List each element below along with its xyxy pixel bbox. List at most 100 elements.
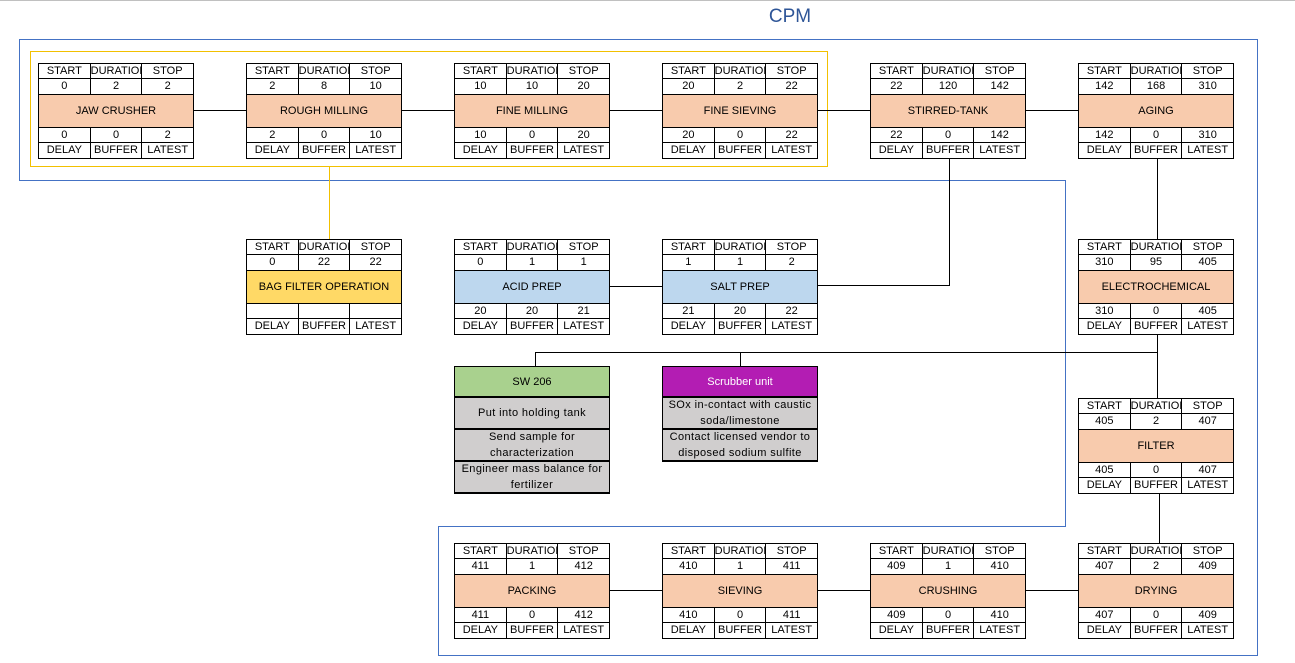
buffer-label: BUFFER [715, 319, 767, 334]
delay-label: DELAY [1079, 319, 1131, 334]
stop-value: 412 [574, 560, 593, 572]
duration-value: 2 [91, 79, 143, 94]
connector-sieving-crushing [818, 590, 872, 591]
connector-branch-scrubber [740, 352, 741, 367]
buffer-value: 0 [923, 608, 975, 622]
buffer-label: BUFFER [1131, 478, 1183, 493]
node-activity-label: JAW CRUSHER [38, 95, 194, 127]
blue-frame-bottom [438, 655, 1258, 656]
stop-value: 1 [580, 256, 587, 268]
duration-value: 2 [715, 79, 767, 94]
blue-frame-right [1257, 39, 1258, 656]
connector-fine-sieving [610, 110, 664, 111]
latest-label: LATEST [771, 320, 813, 332]
latest-label: LATEST [355, 144, 397, 156]
node-activity-label: ROUGH MILLING [246, 95, 402, 127]
stop-label: STOP [1192, 65, 1223, 77]
start-value: 0 [39, 79, 91, 94]
delay-value: 20 [455, 304, 507, 318]
latest-value: 409 [1198, 609, 1217, 621]
duration-label: DURATION [714, 544, 767, 558]
stop-label: STOP [1192, 400, 1223, 412]
stop-label: STOP [568, 65, 599, 77]
buffer-label: BUFFER [1131, 143, 1183, 158]
delay-label: DELAY [871, 623, 923, 638]
start-value: 0 [455, 255, 507, 270]
duration-value: 2 [1131, 414, 1183, 429]
duration-label: DURATION [714, 64, 767, 78]
stop-label: STOP [776, 241, 807, 253]
buffer-value: 0 [715, 128, 767, 142]
node-activity-label: CRUSHING [870, 575, 1026, 607]
stop-label: STOP [360, 65, 391, 77]
duration-label: DURATION [1130, 64, 1183, 78]
stop-label: STOP [984, 545, 1015, 557]
start-value: 20 [663, 79, 715, 94]
duration-label: DURATION [714, 240, 767, 254]
latest-label: LATEST [563, 624, 605, 636]
node-activity-label: FINE MILLING [454, 95, 610, 127]
delay-value: 410 [663, 608, 715, 622]
buffer-value: 0 [923, 128, 975, 142]
latest-label: LATEST [1187, 320, 1229, 332]
start-value: 1 [663, 255, 715, 270]
delay-value: 411 [455, 608, 507, 622]
buffer-value [299, 304, 351, 318]
latest-value: 20 [577, 129, 590, 141]
buffer-value: 0 [299, 128, 351, 142]
start-label: START [1079, 64, 1131, 78]
start-label: START [39, 64, 91, 78]
node-slack-row [246, 303, 402, 319]
node-activity-label: AGING [1078, 95, 1234, 127]
start-value: 22 [871, 79, 923, 94]
delay-value: 310 [1079, 304, 1131, 318]
start-value: 407 [1079, 559, 1131, 574]
stop-value: 409 [1198, 560, 1217, 572]
top-rule [0, 0, 1295, 1]
delay-label: DELAY [663, 319, 715, 334]
node-activity-label: ACID PREP [454, 271, 610, 303]
latest-value: 10 [369, 129, 382, 141]
delay-label: DELAY [39, 143, 91, 158]
start-value: 2 [247, 79, 299, 94]
delay-value: 407 [1079, 608, 1131, 622]
buffer-label: BUFFER [507, 623, 559, 638]
duration-label: DURATION [298, 64, 351, 78]
stop-value: 22 [369, 256, 382, 268]
duration-value: 1 [715, 559, 767, 574]
start-label: START [871, 64, 923, 78]
connector-rough-fine [402, 110, 456, 111]
latest-value: 142 [990, 129, 1009, 141]
stop-value: 410 [990, 560, 1009, 572]
start-label: START [1079, 240, 1131, 254]
start-label: START [455, 64, 507, 78]
buffer-value: 0 [507, 608, 559, 622]
